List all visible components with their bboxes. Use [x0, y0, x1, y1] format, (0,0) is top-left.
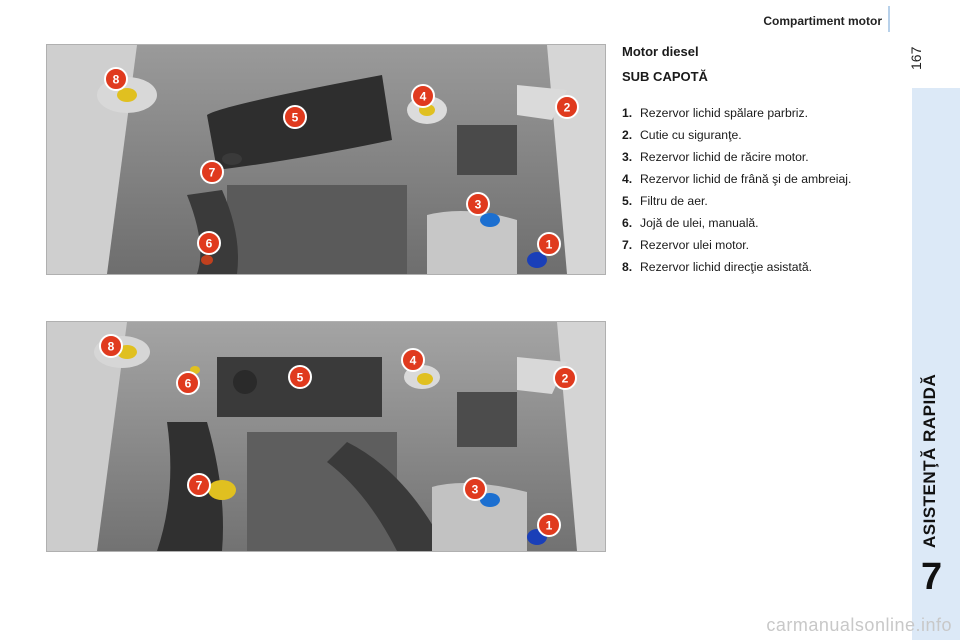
svg-text:4: 4	[420, 90, 427, 104]
oil-filler-cap-icon	[222, 153, 242, 165]
page-number: 167	[908, 46, 924, 70]
dipstick-handle-icon	[201, 255, 213, 265]
chapter-side-band	[912, 88, 960, 640]
legend-item: 1.Rezervor lichid spălare parbriz.	[622, 106, 808, 120]
header-divider	[888, 6, 890, 32]
legend-item: 2.Cutie cu siguranţe.	[622, 128, 742, 142]
marker-3: 3	[466, 192, 490, 216]
sub-title: SUB CAPOTĂ	[622, 69, 708, 84]
svg-text:1: 1	[546, 238, 553, 252]
legend-list: 1.Rezervor lichid spălare parbriz. 2.Cut…	[622, 102, 902, 278]
marker-6: 6	[197, 231, 221, 255]
marker-3: 3	[463, 477, 487, 501]
engine-photo-2: 1 2 3 4 5 6 7 8	[46, 321, 606, 552]
svg-text:7: 7	[209, 166, 216, 180]
marker-1: 1	[537, 232, 561, 256]
marker-4: 4	[411, 84, 435, 108]
marker-8: 8	[99, 334, 123, 358]
svg-text:6: 6	[185, 377, 192, 391]
marker-1: 1	[537, 513, 561, 537]
marker-2: 2	[553, 366, 577, 390]
legend-item: 5.Filtru de aer.	[622, 194, 708, 208]
svg-text:2: 2	[564, 101, 571, 115]
coolant-cap-icon	[480, 493, 500, 507]
legend-item: 3.Rezervor lichid de răcire motor.	[622, 150, 809, 164]
legend-item: 7.Rezervor ulei motor.	[622, 238, 750, 252]
marker-4: 4	[401, 348, 425, 372]
svg-text:4: 4	[410, 354, 417, 368]
svg-text:5: 5	[292, 111, 299, 125]
legend-item: 6.Jojă de ulei, manuală.	[622, 216, 759, 230]
section-title: ASISTENŢĂ RAPIDĂ	[920, 373, 939, 548]
marker-2: 2	[555, 95, 579, 119]
legend-item: 4.Rezervor lichid de frână şi de ambreia…	[622, 172, 852, 186]
svg-text:8: 8	[113, 73, 120, 87]
power-steering-cap-icon	[117, 88, 137, 102]
watermark: carmanualsonline.info	[766, 615, 952, 635]
svg-text:1: 1	[546, 519, 553, 533]
svg-text:7: 7	[196, 479, 203, 493]
legend-column: Motor diesel SUB CAPOTĂ 1.Rezervor lichi…	[622, 44, 902, 278]
marker-7: 7	[187, 473, 211, 497]
marker-6: 6	[176, 371, 200, 395]
svg-text:6: 6	[206, 237, 213, 251]
oil-filler-cap-icon	[208, 480, 236, 500]
engine-photo-1: 1 2 3 4 5 6 7 8	[46, 44, 606, 275]
svg-text:8: 8	[108, 340, 115, 354]
legend-item: 8.Rezervor lichid direcţie asistată.	[622, 260, 813, 274]
svg-text:3: 3	[475, 198, 482, 212]
marker-7: 7	[200, 160, 224, 184]
header-title: Compartiment motor	[763, 14, 882, 28]
coolant-cap-icon	[480, 213, 500, 227]
svg-text:5: 5	[297, 371, 304, 385]
marker-8: 8	[104, 67, 128, 91]
washer-cap-icon	[527, 252, 547, 268]
svg-text:2: 2	[562, 372, 569, 386]
chapter-number: 7	[921, 556, 943, 598]
marker-5: 5	[283, 105, 307, 129]
engine-title: Motor diesel	[622, 44, 699, 59]
marker-5: 5	[288, 365, 312, 389]
svg-text:3: 3	[472, 483, 479, 497]
brake-fluid-cap-icon	[417, 373, 433, 385]
